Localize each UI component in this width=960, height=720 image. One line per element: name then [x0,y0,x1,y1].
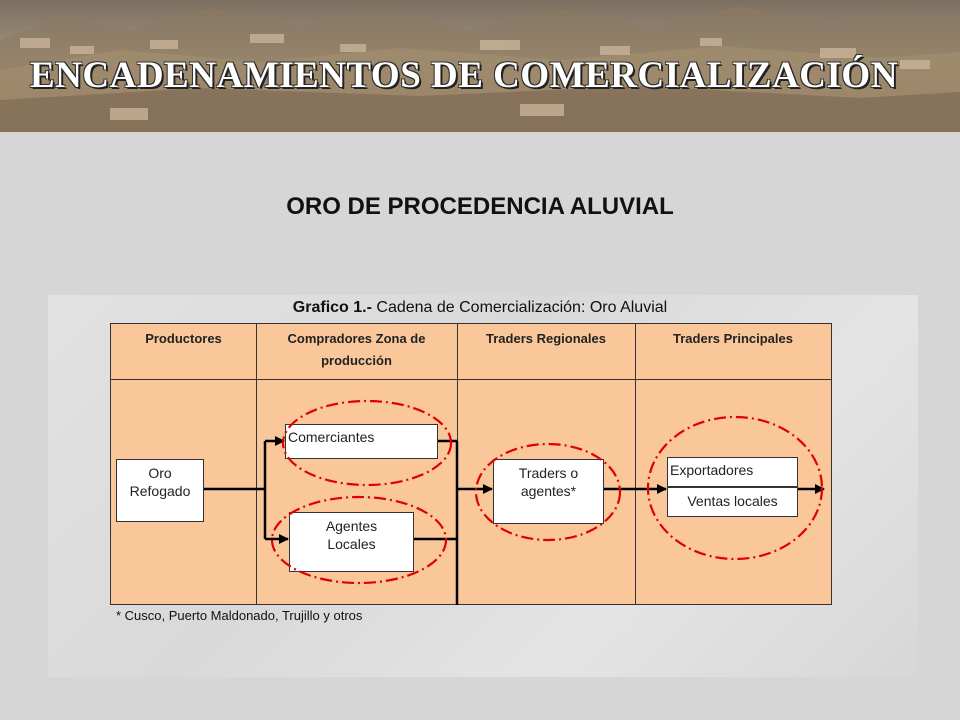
column-divider [457,324,458,604]
chart-caption: Grafico 1.- Cadena de Comercialización: … [0,299,960,317]
header-banner: ENCADENAMIENTOS DE COMERCIALIZACIÓN [0,0,960,132]
column-header-productores: Productores [145,331,222,346]
node-oro-refogado: Oro Refogado [116,459,204,522]
header-divider [111,379,831,380]
landscape-photo [0,6,960,132]
caption-number: Grafico 1.- [292,299,372,316]
node-traders-agentes: Traders o agentes* [493,459,604,524]
column-header-traders-principales: Traders Principales [673,331,793,346]
column-header-compradores: Compradores Zona de producción [287,331,426,368]
banner-title: ENCADENAMIENTOS DE COMERCIALIZACIÓN [30,55,898,96]
page-heading: ORO DE PROCEDENCIA ALUVIAL [286,193,674,220]
column-header-traders-regionales: Traders Regionales [486,331,606,346]
column-divider [256,324,257,604]
node-exportadores: Exportadores [667,457,798,487]
column-divider [635,324,636,604]
node-ventas-locales: Ventas locales [667,487,798,517]
node-comerciantes: Comerciantes [285,424,438,459]
footnote: * Cusco, Puerto Maldonado, Trujillo y ot… [116,608,363,623]
caption-text: Cadena de Comercialización: Oro Aluvial [371,299,668,316]
node-agentes-locales: Agentes Locales [289,512,414,572]
